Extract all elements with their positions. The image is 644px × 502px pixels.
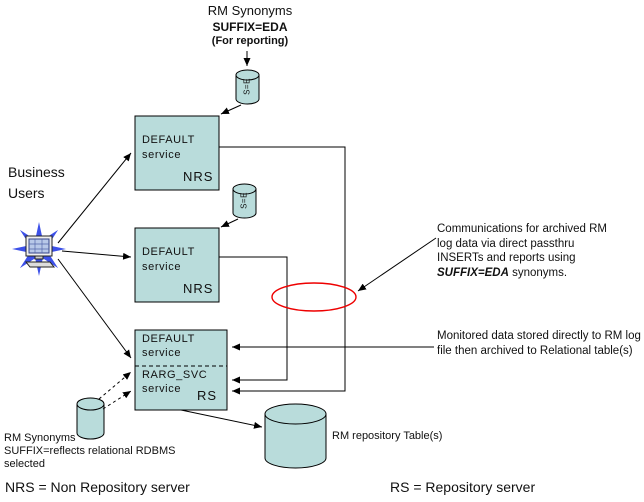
monitored-annotation-line2: file then archived to Relational table(s… xyxy=(437,344,633,357)
nrs-top-label: DEFAULT service xyxy=(142,134,195,161)
users-to-nrs-mid-arrow xyxy=(61,250,132,260)
cylinder-to-nrs-top-arrow xyxy=(220,104,242,115)
nrs-mid-tag: NRS xyxy=(183,281,214,296)
synonyms-to-rs-dashed-arrow-1 xyxy=(98,371,132,400)
comm-annotation-emphasis: SUFFIX=EDA xyxy=(437,266,509,279)
rm-repository-cylinder xyxy=(264,403,327,469)
rm-synonyms-note: RM Synonyms SUFFIX=reflects relational R… xyxy=(4,432,204,471)
title-suffix: SUFFIX=EDA xyxy=(212,20,288,34)
nrs-mid-to-rs-route xyxy=(219,256,288,384)
rm-synonyms-note-line2: SUFFIX=reflects relational RDBMS xyxy=(4,445,176,457)
monitored-annotation-line1: Monitored data stored directly to RM log xyxy=(437,330,641,342)
passthru-highlight-ellipse xyxy=(271,282,357,312)
nrs-mid-label: DEFAULT service xyxy=(142,246,195,273)
synonym-cylinder-mid-label: S=E xyxy=(239,192,249,209)
rs-node xyxy=(134,329,228,411)
business-users-icon xyxy=(12,222,66,276)
relational-synonyms-cylinder xyxy=(76,397,105,440)
legend-rs: RS = Repository server xyxy=(390,479,536,495)
nrs-top-tag: NRS xyxy=(183,169,214,184)
comm-annotation-arrow xyxy=(357,237,437,292)
monitored-annotation: Monitored data stored directly to RM log… xyxy=(437,329,643,358)
comm-annotation-line4: SUFFIX=EDA synonyms. xyxy=(437,266,637,281)
comm-annotation-line3: INSERTs and reports using xyxy=(437,252,576,264)
users-to-nrs-top-arrow xyxy=(57,152,132,244)
rm-synonyms-note-line1: RM Synonyms xyxy=(4,432,76,444)
rm-synonyms-note-line3: selected xyxy=(4,458,45,470)
nrs-top-node xyxy=(134,115,220,191)
legend-nrs: NRS = Non Repository server xyxy=(5,479,190,495)
synonyms-to-rs-dashed-arrow-2 xyxy=(102,390,132,410)
comm-annotation-tail: synonyms. xyxy=(508,266,568,279)
nrs-top-to-rs-route xyxy=(219,146,346,395)
rs-tag: RS xyxy=(197,388,218,403)
business-users-label: Business Users xyxy=(8,164,65,201)
cylinder-to-nrs-mid-arrow xyxy=(220,218,239,228)
comm-annotation: Communications for archived RM log data … xyxy=(437,222,637,280)
synonym-cylinder-top xyxy=(235,69,260,105)
rm-repository-label: RM repository Table(s) xyxy=(332,430,443,442)
rs-to-repository-arrow xyxy=(180,409,263,429)
synonym-cylinder-top-label: S=E xyxy=(242,78,252,95)
title-for-reporting: (For reporting) xyxy=(211,35,289,47)
nrs-mid-node xyxy=(134,227,220,303)
comm-annotation-line2: log data via direct passthru xyxy=(437,237,575,250)
rs-default-label: DEFAULT service xyxy=(142,333,195,359)
rs-rarg-label: RARG_SVC service xyxy=(142,369,208,395)
comm-annotation-line1: Communications for archived RM xyxy=(437,223,608,235)
synonym-cylinder-mid xyxy=(232,183,257,219)
diagram-title: RM Synonyms xyxy=(207,3,293,18)
users-to-rs-arrow xyxy=(57,258,132,359)
